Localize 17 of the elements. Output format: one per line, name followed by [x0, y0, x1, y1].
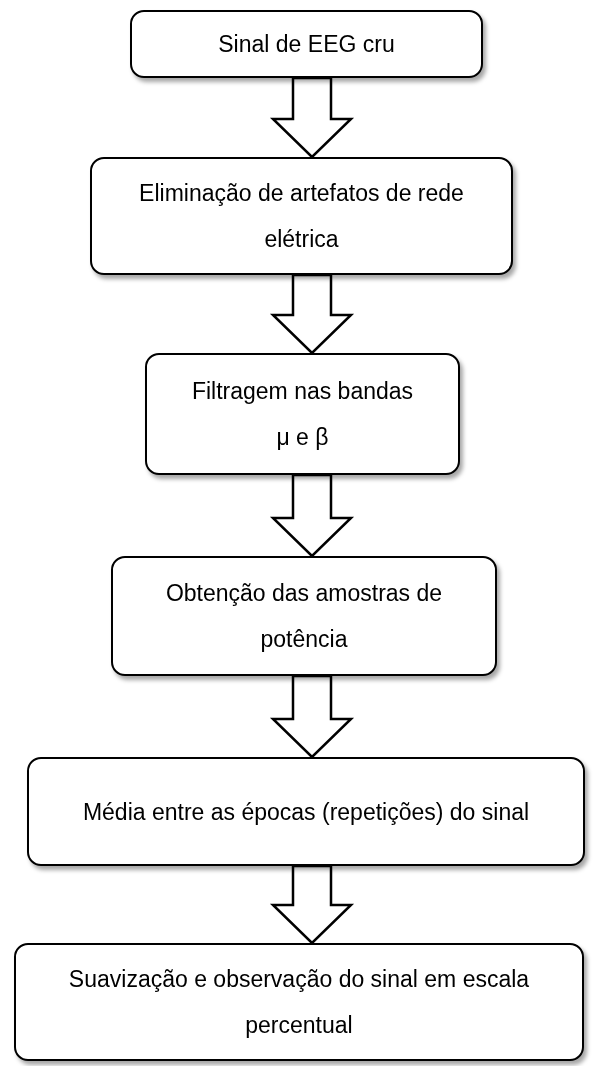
block-arrow	[269, 864, 355, 945]
process-box	[130, 10, 483, 78]
step-text: Média entre as épocas (repetições) do sinal	[82, 797, 530, 827]
step-text: Filtragem nas bandas μ e β	[190, 377, 415, 452]
block-arrow	[269, 473, 355, 558]
process-box	[14, 943, 584, 1061]
step-text: Obtenção das amostras de potência	[164, 579, 444, 654]
process-box	[145, 353, 460, 475]
block-arrow	[269, 76, 355, 159]
process-box	[27, 757, 585, 866]
process-box	[111, 556, 497, 676]
step-text: Suavização e observação do sinal em escala percentual	[67, 965, 531, 1040]
block-arrow	[269, 273, 355, 355]
step-text: Eliminação de artefatos de rede elétrica	[138, 179, 465, 254]
block-arrow	[269, 674, 355, 759]
process-box	[90, 157, 513, 275]
step-text: Sinal de EEG cru	[218, 30, 395, 59]
